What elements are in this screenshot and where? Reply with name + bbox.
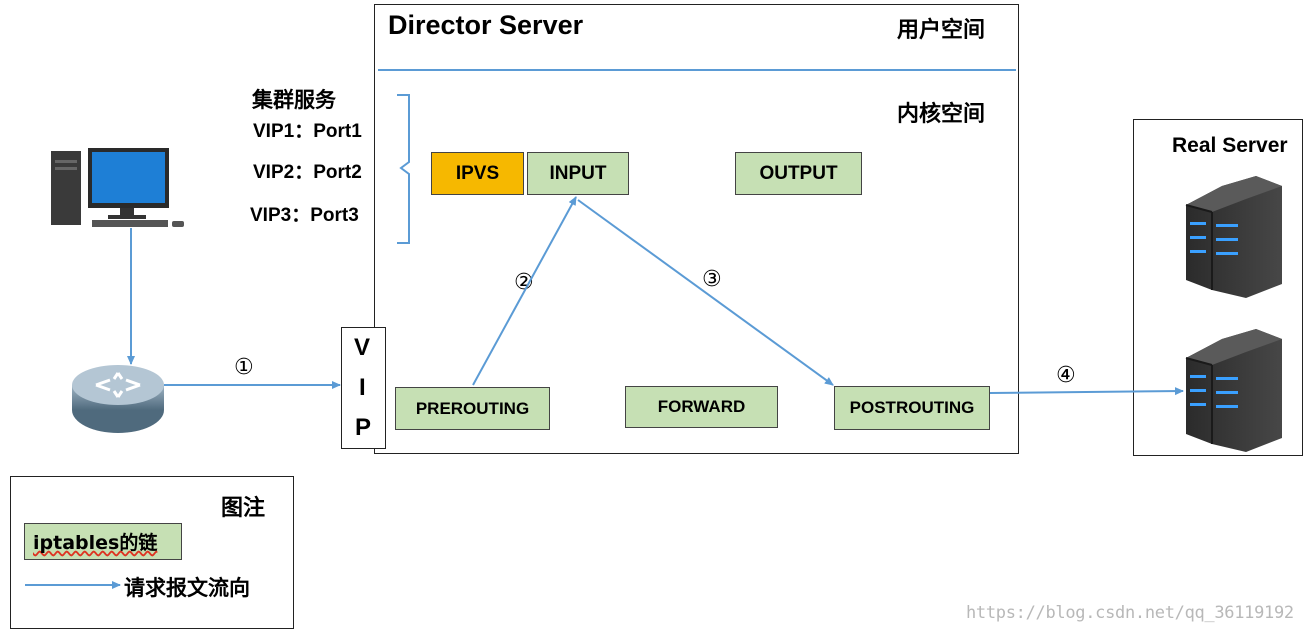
legend-box xyxy=(10,476,294,629)
watermark: https://blog.csdn.net/qq_36119192 xyxy=(966,603,1294,623)
cluster-heading: 集群服务 xyxy=(252,88,336,112)
step-4-arrow xyxy=(989,387,1184,396)
cluster-bracket xyxy=(397,94,410,244)
vip-letter-i: I xyxy=(359,374,366,401)
client-computer-icon xyxy=(51,148,184,227)
real-server-title: Real Server xyxy=(1172,134,1288,157)
step-3-marker: ③ xyxy=(702,267,722,292)
vip-letter-v: V xyxy=(354,334,371,361)
cluster-entry-2: VIP2：Port2 xyxy=(253,162,362,183)
legend-arrow-label: 请求报文流向 xyxy=(124,576,250,600)
chain-forward: FORWARD xyxy=(625,386,778,428)
step-4-marker: ④ xyxy=(1056,363,1076,388)
vip-letter-p: P xyxy=(355,414,372,441)
kernel-space-label: 内核空间 xyxy=(897,102,986,127)
user-space-label: 用户空间 xyxy=(897,18,986,43)
step-1-marker: ① xyxy=(234,355,254,380)
legend-chain-sample: iptables的链 xyxy=(24,523,182,560)
cluster-entry-3: VIP3：Port3 xyxy=(250,205,359,226)
chain-output: OUTPUT xyxy=(735,152,862,195)
legend-chain-label: iptables的链 xyxy=(33,532,158,554)
chain-postrouting: POSTROUTING xyxy=(834,386,990,430)
legend-title: 图注 xyxy=(221,496,266,521)
chain-input: INPUT xyxy=(527,152,629,195)
vip-box xyxy=(341,327,386,449)
server-icon-1 xyxy=(1185,176,1282,298)
cluster-entry-1: VIP1：Port1 xyxy=(253,121,362,142)
step-3-arrow xyxy=(577,199,834,386)
chain-prerouting: PREROUTING xyxy=(395,387,550,430)
router-icon xyxy=(72,365,164,433)
server-icon-2 xyxy=(1185,329,1282,452)
step-2-marker: ② xyxy=(514,270,534,295)
step-2-arrow xyxy=(472,196,577,386)
space-divider xyxy=(378,69,1016,71)
director-server-box xyxy=(374,4,1019,454)
director-server-title: Director Server xyxy=(388,10,584,40)
real-server-box xyxy=(1133,119,1303,456)
chain-ipvs: IPVS xyxy=(431,152,524,195)
